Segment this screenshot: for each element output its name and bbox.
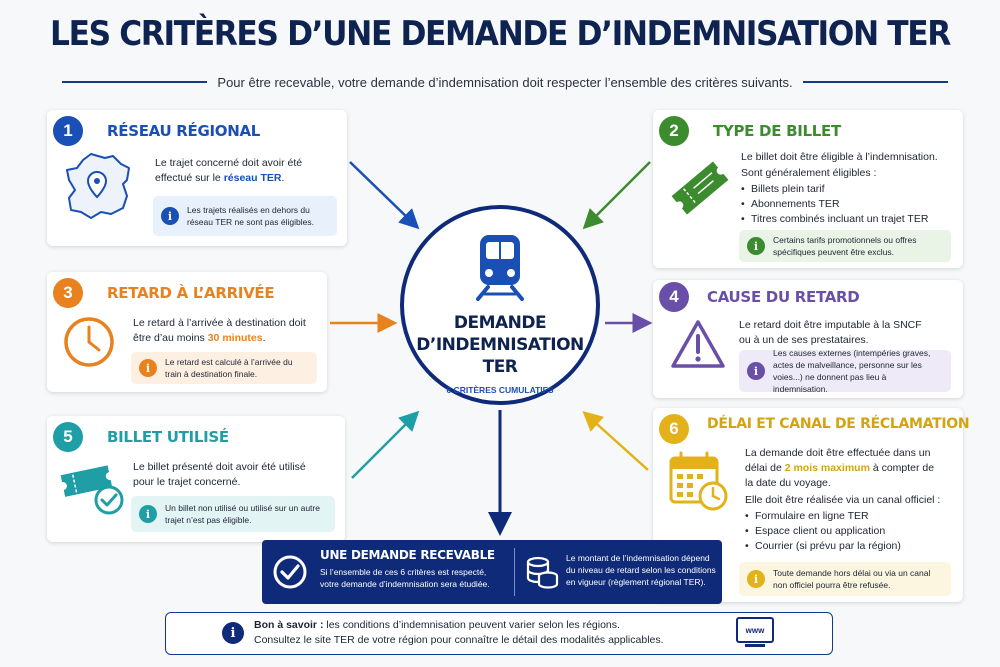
card-text: Le retard doit être imputable à la SNCF … [739,319,922,346]
card-delai-canal: 6 DÉLAI ET CANAL DE RÉCLAMATION La deman… [653,408,970,602]
step-number-6: 6 [659,414,689,444]
highlight-2-mois: 2 mois maximum [784,462,870,474]
info-icon: i [747,362,765,380]
list-item: Abonnements TER [741,197,955,212]
card-title: CAUSE DU RETARD [707,288,860,306]
card-text: Le retard à l’arrivée à destination doit… [133,317,306,344]
list-item: Espace client ou application [745,524,945,539]
www-label: www [745,625,765,635]
info-note: i Les trajets réalisés en dehors du rése… [153,196,337,236]
www-monitor-icon: www [736,617,774,643]
page-title: LES CRITÈRES D’UNE DEMANDE D’INDEMNISATI… [50,14,951,54]
eligible-list: Billets plein tarif Abonnements TER Titr… [741,182,955,227]
step-number-3: 3 [53,278,83,308]
step-number-1: 1 [53,116,83,146]
center-title: DEMANDE D’INDEMNISATION TER [416,313,584,377]
arrow-2 [582,161,651,230]
center-circle: DEMANDE D’INDEMNISATION TER 6 CRITÈRES C… [400,205,600,405]
train-icon [476,235,524,301]
check-circle-icon [273,555,307,589]
step-number-2: 2 [659,116,689,146]
monitor-stand [745,644,765,647]
card-title: TYPE DE BILLET [713,122,841,140]
card-title: RÉSEAU RÉGIONAL [107,122,261,140]
subtitle: Pour être recevable, votre demande d’ind… [217,74,793,90]
banner-divider [514,548,515,596]
arrow-5 [351,410,420,479]
info-note: i Un billet non utilisé ou utilisé sur u… [131,496,335,532]
list-item: Billets plein tarif [741,182,955,197]
info-icon: i [139,505,157,523]
highlight-reseau-ter: réseau TER [223,172,282,184]
card-title: DÉLAI ET CANAL DE RÉCLAMATION [707,416,970,432]
highlight-30-minutes: 30 minutes [207,332,263,344]
info-icon: i [139,359,157,377]
card-reseau-regional: 1 RÉSEAU RÉGIONAL Le trajet concerné doi… [47,110,347,246]
ticket-check-icon [60,465,124,515]
france-map-pin-icon [66,153,130,219]
calendar-clock-icon [669,451,728,511]
banner-text: Si l’ensemble de ces 6 critères est resp… [320,567,490,589]
clock-icon [64,317,114,367]
footer-info-box: i Bon à savoir : les conditions d’indemn… [165,612,833,655]
divider-right [802,81,948,83]
info-icon: i [161,207,179,225]
arrow-1 [349,161,420,230]
recevable-banner: UNE DEMANDE RECEVABLE Si l’ensemble de c… [262,540,722,604]
step-number-5: 5 [53,422,83,452]
card-text: Le billet présenté doit avoir été utilis… [133,461,306,488]
card-type-de-billet: 2 TYPE DE BILLET Le billet doit être éli… [653,110,963,268]
footer-info-icon: i [222,622,244,644]
card-billet-utilise: 5 BILLET UTILISÉ Le billet présenté doit… [47,416,345,542]
card-title: BILLET UTILISÉ [107,428,229,446]
channel-list: Formulaire en ligne TER Espace client ou… [745,509,945,554]
info-note: i Les causes externes (intempéries grave… [739,348,951,394]
list-item: Formulaire en ligne TER [745,509,945,524]
coins-icon [526,556,559,589]
info-note: i Le retard est calculé à l’arrivée du t… [131,352,317,384]
divider-left [62,81,208,83]
list-item: Titres combinés incluant un trajet TER [741,212,955,227]
subtitle-row: Pour être recevable, votre demande d’ind… [62,72,948,92]
card-text: Le trajet concerné doit avoir été effect… [155,157,303,184]
center-subtitle: 6 CRITÈRES CUMULATIFS [446,385,554,395]
info-note: i Certains tarifs promotionnels ou offre… [739,230,951,262]
card-retard-arrivee: 3 RETARD À L’ARRIVÉE Le retard à l’arriv… [47,272,327,392]
card-text: La demande doit être effectuée dans un d… [745,446,945,554]
step-number-4: 4 [659,282,689,312]
card-title: RETARD À L’ARRIVÉE [107,284,275,302]
warning-icon [671,320,725,368]
arrow-6 [582,410,649,471]
info-note: i Toute demande hors délai ou via un can… [739,562,951,596]
ticket-icon [671,161,729,215]
info-icon: i [747,570,765,588]
list-item: Courrier (si prévu par la région) [745,539,945,554]
info-icon: i [747,237,765,255]
banner-right-text: Le montant de l’indemnisation dépend du … [566,553,716,587]
card-text: Le billet doit être éligible à l’indemni… [741,150,955,227]
card-cause-du-retard: 4 CAUSE DU RETARD Le retard doit être im… [653,280,963,398]
footer-text: Bon à savoir : les conditions d’indemnis… [254,619,664,646]
banner-title: UNE DEMANDE RECEVABLE [320,548,495,562]
